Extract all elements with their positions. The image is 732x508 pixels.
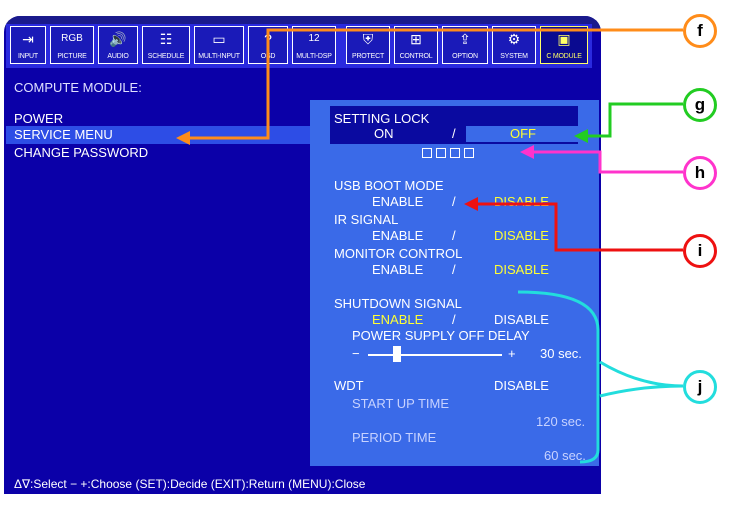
wdt-label: WDT <box>334 378 364 393</box>
menu-item-change-password[interactable]: CHANGE PASSWORD <box>14 145 149 160</box>
callout-j-bracket <box>517 290 600 464</box>
toolbar-label: SCHEDULE <box>147 53 185 60</box>
power-supply-off-delay-value: 30 sec. <box>540 346 582 361</box>
toolbar-multi-dsp[interactable]: 12 MULTI-DSP <box>292 26 336 64</box>
shutdown-signal-disable-option[interactable]: DISABLE <box>494 312 549 327</box>
callout-g-line <box>584 102 683 138</box>
callout-j-line-lower <box>599 384 684 398</box>
compute-module-icon: ▣ <box>557 31 571 47</box>
menu-title: COMPUTE MODULE: <box>14 80 142 95</box>
schedule-icon: ☷ <box>159 31 173 47</box>
setting-lock-off-option[interactable]: OFF <box>510 126 536 141</box>
callout-i: i <box>683 234 717 268</box>
usb-boot-separator: / <box>452 194 456 209</box>
pin-digit-box[interactable] <box>464 148 474 158</box>
callout-h: h <box>683 156 717 190</box>
callout-i-line <box>474 202 683 252</box>
callout-f-line <box>186 28 683 140</box>
pin-digit-box[interactable] <box>450 148 460 158</box>
menu-item-service-menu[interactable]: SERVICE MENU <box>14 127 113 142</box>
toolbar-control[interactable]: ⊞ CONTROL <box>394 26 438 64</box>
shield-icon: ⛨ <box>362 31 374 47</box>
picture-icon: RGB <box>61 33 83 44</box>
monitor-control-separator: / <box>452 262 456 277</box>
callout-h-arrowhead <box>520 145 534 159</box>
pin-digit-box[interactable] <box>422 148 432 158</box>
callout-i-arrowhead <box>464 197 478 211</box>
monitor-control-label: MONITOR CONTROL <box>334 246 463 261</box>
speaker-icon: 🔊 <box>109 31 127 47</box>
shutdown-signal-enable-option[interactable]: ENABLE <box>372 312 424 327</box>
toolbar-c-module[interactable]: ▣ C MODULE <box>540 26 588 64</box>
power-supply-off-delay-slider[interactable] <box>368 354 502 356</box>
pin-digit-box[interactable] <box>436 148 446 158</box>
toolbar-schedule[interactable]: ☷ SCHEDULE <box>142 26 190 64</box>
input-icon: ⇥ <box>22 31 34 47</box>
setting-lock-off-highlight <box>466 126 578 142</box>
control-icon: ⊞ <box>410 31 422 47</box>
callout-j-line-upper <box>599 360 684 388</box>
service-menu-panel <box>310 100 599 466</box>
toolbar-label: MULTI-INPUT <box>198 53 240 60</box>
monitor-control-enable-option[interactable]: ENABLE <box>372 262 424 277</box>
multi-input-icon: ▭ <box>212 31 226 47</box>
toolbar-picture[interactable]: RGB PICTURE <box>50 26 94 64</box>
wdt-value[interactable]: DISABLE <box>494 378 549 393</box>
setting-lock-on-option[interactable]: ON <box>374 126 394 141</box>
callout-f-arrowhead <box>176 131 190 145</box>
toolbar-audio[interactable]: 🔊 AUDIO <box>98 26 138 64</box>
callout-j: j <box>683 370 717 404</box>
shutdown-signal-label: SHUTDOWN SIGNAL <box>334 296 462 311</box>
option-icon: ⇪ <box>459 31 471 47</box>
callout-g: g <box>683 88 717 122</box>
usb-boot-mode-label: USB BOOT MODE <box>334 178 444 193</box>
callout-f: f <box>683 14 717 48</box>
slider-plus-icon[interactable]: + <box>508 346 516 361</box>
menu-item-power[interactable]: POWER <box>14 111 64 126</box>
toolbar-multi-input[interactable]: ▭ MULTI-INPUT <box>194 26 244 64</box>
toolbar-label: INPUT <box>17 53 38 60</box>
setting-lock-label: SETTING LOCK <box>334 111 430 126</box>
ir-signal-disable-option[interactable]: DISABLE <box>494 228 549 243</box>
status-bar-help: Δ∇:Select − +:Choose (SET):Decide (EXIT)… <box>14 477 366 491</box>
slider-knob[interactable] <box>393 346 402 362</box>
ir-signal-enable-option[interactable]: ENABLE <box>372 228 424 243</box>
toolbar-system[interactable]: ⚙ SYSTEM <box>492 26 536 64</box>
toolbar-label: CONTROL <box>399 53 433 60</box>
gear-icon: ⚙ <box>507 31 521 47</box>
period-time-value: 60 sec. <box>544 448 586 463</box>
status-bar <box>4 476 601 494</box>
start-up-time-value: 120 sec. <box>536 414 586 429</box>
slider-minus-icon[interactable]: − <box>352 346 360 361</box>
period-time-label: PERIOD TIME <box>352 430 437 445</box>
toolbar-option[interactable]: ⇪ OPTION <box>442 26 488 64</box>
power-supply-off-delay-label: POWER SUPPLY OFF DELAY <box>352 328 530 343</box>
start-up-time-label: START UP TIME <box>352 396 450 411</box>
toolbar-label: PICTURE <box>57 53 87 60</box>
toolbar-label: PROTECT <box>351 53 385 60</box>
toolbar-label: AUDIO <box>107 53 129 60</box>
usb-boot-enable-option[interactable]: ENABLE <box>372 194 424 209</box>
monitor-control-disable-option[interactable]: DISABLE <box>494 262 549 277</box>
toolbar-label: C MODULE <box>546 53 582 60</box>
multi-display-icon: 12 <box>308 33 320 44</box>
toolbar-label: MULTI-DSP <box>296 53 332 60</box>
callout-g-arrowhead <box>574 129 588 143</box>
toolbar-protect[interactable]: ⛨ PROTECT <box>346 26 390 64</box>
callout-h-line <box>530 150 683 174</box>
ir-signal-label: IR SIGNAL <box>334 212 399 227</box>
setting-lock-separator: / <box>452 126 456 141</box>
shutdown-signal-separator: / <box>452 312 456 327</box>
toolbar-label: SYSTEM <box>500 53 528 60</box>
ir-signal-separator: / <box>452 228 456 243</box>
toolbar-label: OPTION <box>452 53 478 60</box>
toolbar-input[interactable]: ⇥ INPUT <box>10 26 46 64</box>
